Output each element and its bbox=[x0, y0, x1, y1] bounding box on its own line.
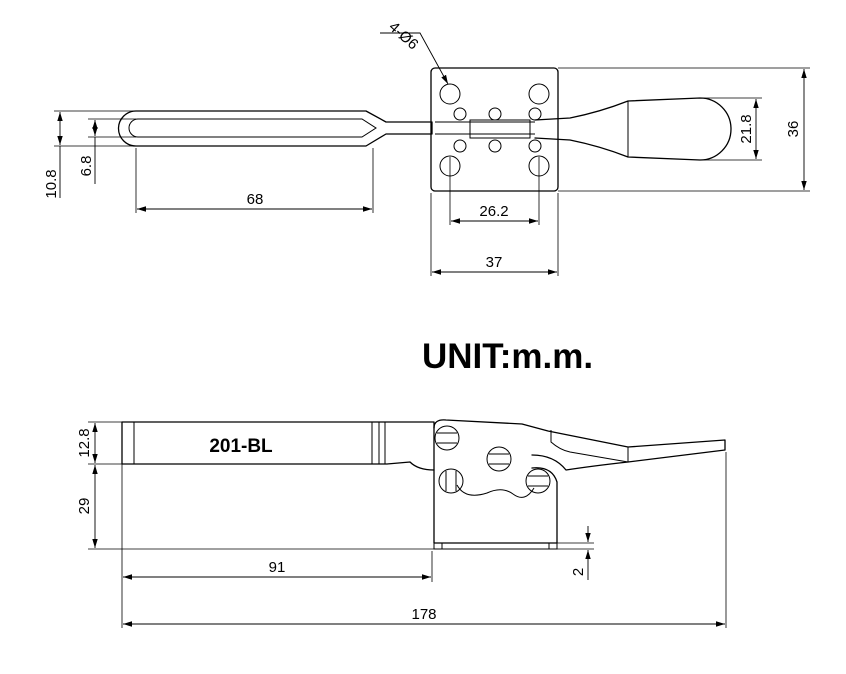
side-linkage-curve bbox=[456, 484, 535, 498]
dim-overall-length: 178 bbox=[411, 606, 436, 623]
pivot-bolt bbox=[528, 107, 542, 121]
side-base-body bbox=[433, 467, 558, 544]
side-pivot-screw bbox=[438, 468, 464, 494]
dim-arm-height: 21.8 bbox=[738, 114, 755, 143]
base-plate bbox=[430, 67, 559, 192]
top-view: 4-Ø6 68 10.8 6.8 26.2 37 21.8 36 bbox=[43, 18, 810, 276]
side-view: 201-BL 12.8 29 91 bbox=[76, 419, 727, 628]
side-pivot-screw bbox=[525, 468, 551, 494]
side-pivot-screw bbox=[434, 425, 460, 451]
pivot-bolt bbox=[453, 139, 467, 153]
dim-handle-height: 12.8 bbox=[76, 428, 93, 457]
dim-outer-height: 10.8 bbox=[43, 169, 60, 198]
side-handle-outline bbox=[121, 421, 435, 471]
mounting-hole bbox=[528, 83, 550, 105]
pivot-bolt bbox=[488, 107, 502, 121]
part-label: 201-BL bbox=[209, 436, 273, 457]
dim-handle-length: 68 bbox=[247, 191, 264, 208]
side-pivot-screw bbox=[486, 446, 512, 472]
dim-base-width: 37 bbox=[486, 254, 503, 271]
side-clamp-arm bbox=[433, 419, 726, 471]
unit-label: UNIT:m.m. bbox=[422, 337, 593, 376]
dim-inner-height: 6.8 bbox=[78, 156, 95, 177]
dim-hole-spacing: 26.2 bbox=[479, 203, 508, 220]
dim-base-height: 36 bbox=[785, 121, 802, 138]
clamp-arm bbox=[534, 97, 732, 161]
handle-outline bbox=[117, 110, 433, 147]
pivot-block bbox=[469, 119, 531, 139]
pivot-bolt bbox=[488, 139, 502, 153]
pivot-bolt bbox=[528, 139, 542, 153]
hole-callout: 4-Ø6 bbox=[385, 18, 421, 53]
pivot-bolt bbox=[453, 107, 467, 121]
side-base-foot bbox=[433, 543, 558, 550]
dim-base-thickness: 2 bbox=[570, 568, 587, 576]
mounting-hole bbox=[439, 83, 461, 105]
handle-inner-slot bbox=[128, 118, 377, 138]
dim-body-height: 29 bbox=[76, 498, 93, 515]
dim-base-offset: 91 bbox=[269, 559, 286, 576]
